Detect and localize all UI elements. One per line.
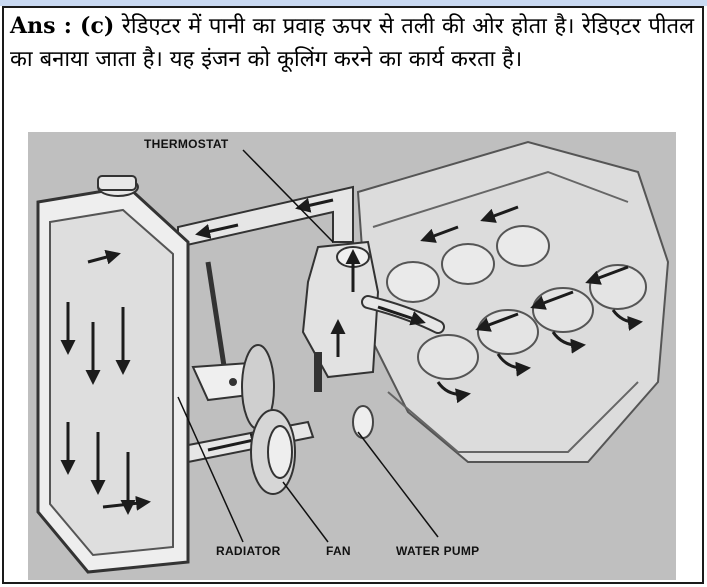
thermostat-label: THERMOSTAT [144, 137, 229, 151]
cooling-system-svg: THERMOSTAT RADIATOR FAN WATER PUMP [28, 132, 676, 580]
answer-paragraph: Ans : (c) रेडिएटर में पानी का प्रवाह ऊपर… [10, 10, 694, 76]
radiator-label: RADIATOR [216, 544, 281, 558]
cooling-system-illustration: THERMOSTAT RADIATOR FAN WATER PUMP [28, 132, 676, 580]
fan-leader [282, 481, 329, 543]
fan-label: FAN [326, 544, 351, 558]
radiator [36, 175, 190, 574]
radiator-leader [177, 396, 244, 543]
top-accent-line [0, 0, 707, 6]
thermostat-leader [242, 149, 334, 243]
fan-assembly [191, 261, 296, 495]
answer-text: रेडिएटर में पानी का प्रवाह ऊपर से तली की… [10, 14, 694, 72]
water-pump-label: WATER PUMP [396, 544, 479, 558]
answer-label: Ans : (c) [10, 13, 115, 39]
water-pump-assembly [301, 240, 445, 379]
water-pump-leader [357, 431, 439, 538]
engine-block [352, 140, 670, 463]
